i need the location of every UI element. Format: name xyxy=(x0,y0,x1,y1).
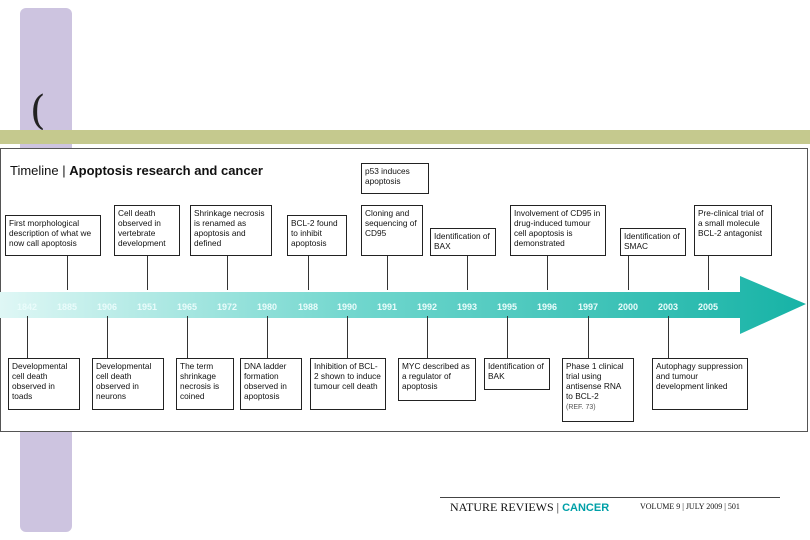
event-box-bottom: Identification of BAK xyxy=(484,358,550,390)
year-label: 1980 xyxy=(249,302,285,312)
year-label: 1991 xyxy=(369,302,405,312)
event-box-bottom: Inhibition of BCL-2 shown to induce tumo… xyxy=(310,358,386,410)
decorative-bracket: ( xyxy=(30,88,46,134)
event-box-bottom: MYC described as a regulator of apoptosi… xyxy=(398,358,476,401)
journal-separator: | xyxy=(554,500,562,514)
event-box-top: Involvement of CD95 in drug-induced tumo… xyxy=(510,205,606,256)
connector-line xyxy=(308,256,309,290)
connector-line xyxy=(267,316,268,358)
year-label: 2000 xyxy=(610,302,646,312)
connector-line xyxy=(427,316,428,358)
year-label: 1993 xyxy=(449,302,485,312)
event-box-top: Shrinkage necrosis is renamed as apoptos… xyxy=(190,205,272,256)
year-label: 1997 xyxy=(570,302,606,312)
year-label: 2005 xyxy=(690,302,726,312)
event-box-bottom: Phase 1 clinical trial using antisense R… xyxy=(562,358,634,422)
event-box-top: First morphological description of what … xyxy=(5,215,101,256)
event-box-top: p53 induces apoptosis xyxy=(361,163,429,194)
year-label: 1972 xyxy=(209,302,245,312)
connector-line xyxy=(467,256,468,290)
event-box-top: Cloning and sequencing of CD95 xyxy=(361,205,423,256)
reference-note: (REF. 73) xyxy=(566,404,596,411)
connector-line xyxy=(27,316,28,358)
connector-line xyxy=(387,256,388,290)
connector-line xyxy=(628,256,629,290)
event-text: Phase 1 clinical trial using antisense R… xyxy=(566,361,624,401)
connector-line xyxy=(347,316,348,358)
year-label: 1906 xyxy=(89,302,125,312)
connector-line xyxy=(708,256,709,290)
event-box-bottom: DNA ladder formation observed in apoptos… xyxy=(240,358,302,410)
journal-name: NATURE REVIEWS | CANCER xyxy=(450,500,609,515)
year-label: 1988 xyxy=(290,302,326,312)
event-box-top: Cell death observed in vertebrate develo… xyxy=(114,205,180,256)
event-box-top: Identification of SMAC xyxy=(620,228,686,256)
year-label: 1842 xyxy=(9,302,45,312)
event-box-bottom: The term shrinkage necrosis is coined xyxy=(176,358,234,410)
year-label: 1965 xyxy=(169,302,205,312)
year-label: 1951 xyxy=(129,302,165,312)
footer-rule xyxy=(440,497,780,498)
year-label: 2003 xyxy=(650,302,686,312)
connector-line xyxy=(147,256,148,290)
event-box-bottom: Autophagy suppression and tumour develop… xyxy=(652,358,748,410)
connector-line xyxy=(507,316,508,358)
connector-line xyxy=(187,316,188,358)
connector-line xyxy=(668,316,669,358)
year-label: 1995 xyxy=(489,302,525,312)
connector-line xyxy=(107,316,108,358)
year-label: 1996 xyxy=(529,302,565,312)
decorative-olive-band xyxy=(0,130,810,144)
event-box-top: BCL-2 found to inhibit apoptosis xyxy=(287,215,347,256)
year-label: 1992 xyxy=(409,302,445,312)
event-box-bottom: Developmental cell death observed in neu… xyxy=(92,358,164,410)
event-box-top: Identification of BAX xyxy=(430,228,496,256)
journal-title: NATURE REVIEWS xyxy=(450,500,554,514)
connector-line xyxy=(588,316,589,358)
event-box-bottom: Developmental cell death observed in toa… xyxy=(8,358,80,410)
connector-line xyxy=(67,256,68,290)
timeline-title: Timeline | Apoptosis research and cancer xyxy=(10,163,263,178)
issue-info: VOLUME 9 | JULY 2009 | 501 xyxy=(640,502,740,511)
event-box-top: Pre-clinical trial of a small molecule B… xyxy=(694,205,772,256)
year-label: 1990 xyxy=(329,302,365,312)
journal-section: CANCER xyxy=(562,502,609,514)
connector-line xyxy=(547,256,548,290)
year-label: 1885 xyxy=(49,302,85,312)
connector-line xyxy=(227,256,228,290)
